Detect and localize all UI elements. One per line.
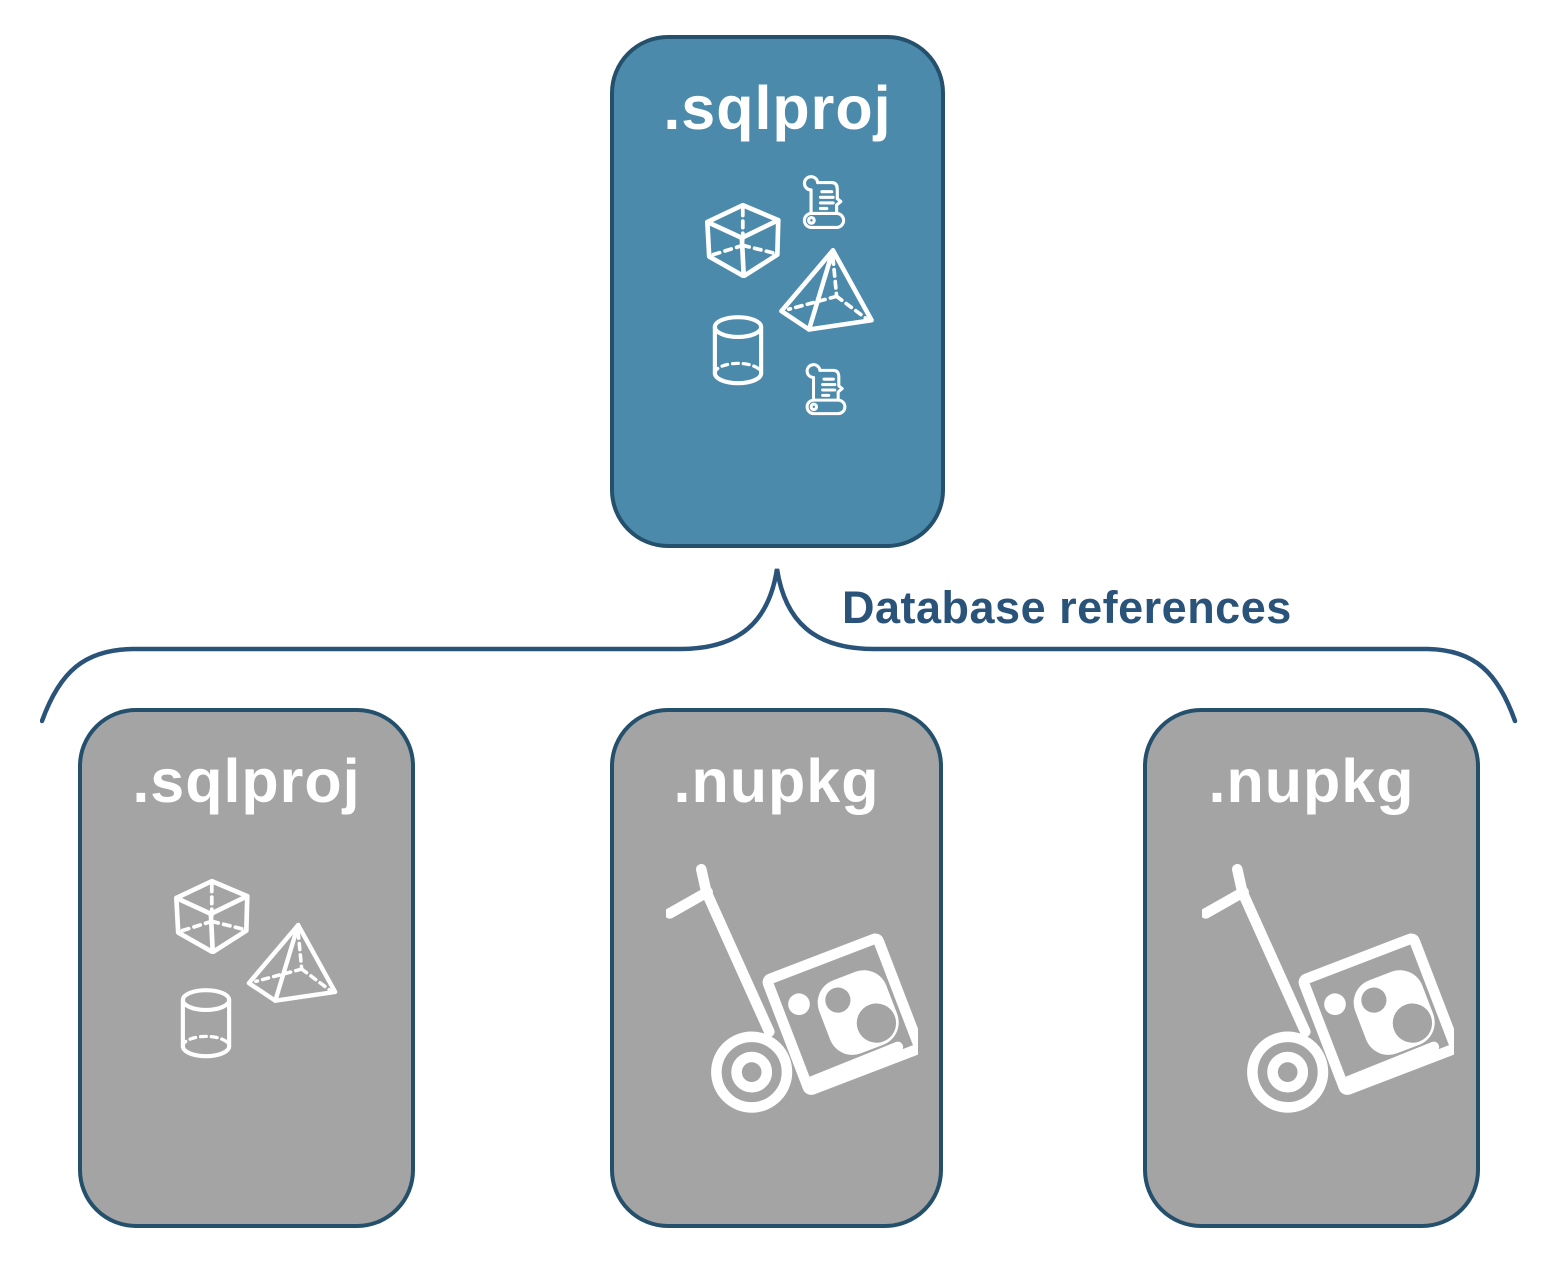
card-title: .nupkg xyxy=(673,747,880,815)
pyramid-icon xyxy=(774,243,879,335)
connector-label: Database references xyxy=(842,582,1292,633)
package-handtruck-icon xyxy=(1202,864,1454,1124)
card-nupkg-2: .nupkg xyxy=(1143,708,1480,1228)
brace-connector xyxy=(40,568,1518,724)
card-title: .sqlproj xyxy=(663,74,892,142)
cube-icon xyxy=(696,194,784,278)
card-title: .sqlproj xyxy=(132,747,361,815)
card-sqlproj-root: .sqlproj xyxy=(610,35,945,548)
cube-icon xyxy=(167,870,251,954)
script-scroll-icon xyxy=(796,175,852,235)
cylinder-icon xyxy=(704,313,772,389)
card-nupkg-1: .nupkg xyxy=(610,708,943,1228)
cylinder-icon xyxy=(174,986,238,1062)
card-title: .nupkg xyxy=(1208,747,1415,815)
script-scroll-icon xyxy=(799,363,853,421)
pyramid-icon xyxy=(242,918,342,1006)
card-sqlproj-child: .sqlproj xyxy=(78,708,415,1228)
package-handtruck-icon xyxy=(666,864,918,1124)
